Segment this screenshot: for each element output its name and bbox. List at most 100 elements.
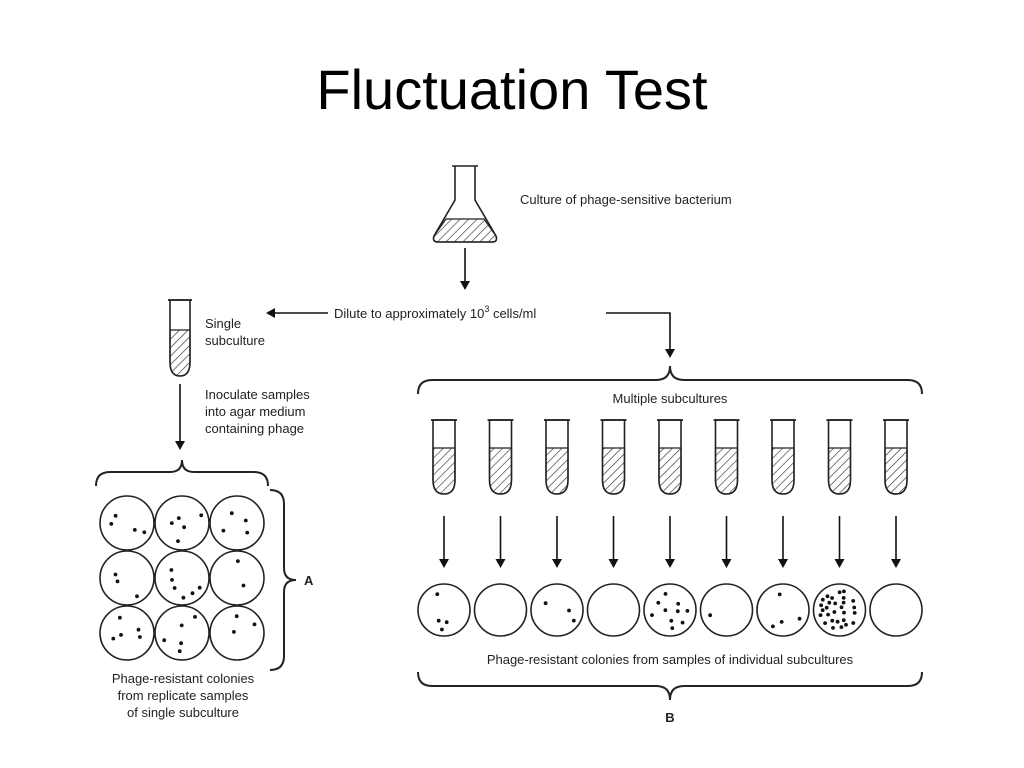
culture-flask	[432, 165, 498, 243]
colony-dot	[181, 595, 186, 600]
dilute-label: Dilute to approximately 103 cells/ml	[334, 304, 536, 321]
subculture-tube	[826, 419, 853, 495]
colony-dot	[842, 610, 846, 615]
colony-dot	[835, 619, 840, 624]
replicate-plate	[209, 605, 265, 661]
subculture-tube	[770, 419, 796, 495]
individual-plate	[530, 583, 584, 637]
colony-dot	[819, 603, 823, 608]
colony-dot	[221, 528, 226, 533]
plate-circle	[154, 550, 210, 606]
plate-circle	[99, 605, 155, 661]
colony-dot	[841, 618, 846, 623]
colony-dot	[245, 530, 250, 535]
colony-dot	[182, 525, 187, 530]
single-label-line2: subculture	[205, 333, 265, 348]
colony-dot	[844, 622, 848, 627]
colony-dot	[234, 614, 239, 619]
individual-plate-row	[417, 583, 923, 637]
colony-dot	[132, 528, 137, 532]
replicate-plate-grid	[99, 495, 265, 661]
tube-to-plate-arrows	[439, 516, 901, 568]
colony-dot	[842, 589, 846, 594]
colony-dot	[444, 620, 449, 625]
replicate-plate	[154, 605, 210, 661]
colony-dot	[252, 622, 257, 627]
section-b-label: B	[665, 710, 674, 725]
flask-label: Culture of phage-sensitive bacterium	[520, 192, 732, 207]
colony-dot	[197, 585, 202, 590]
left-caption-line2: from replicate samples	[118, 688, 249, 703]
subculture-tube	[657, 419, 683, 495]
inoculate-line3: containing phage	[205, 421, 304, 436]
colony-dot	[241, 583, 246, 588]
left-caption-line3: of single subculture	[127, 705, 239, 720]
colony-dot	[115, 579, 120, 584]
colony-dot	[823, 621, 827, 625]
colony-dot	[675, 609, 680, 614]
colony-dot	[827, 600, 832, 605]
plate-circle	[586, 583, 641, 637]
colony-dot	[831, 626, 835, 630]
colony-dot	[440, 627, 444, 632]
multiple-subcultures-brace	[417, 365, 923, 395]
plate-circle	[756, 583, 810, 637]
colony-dot	[839, 605, 844, 610]
colony-dot	[676, 601, 681, 606]
section-a-label: A	[304, 573, 314, 588]
colony-dot	[708, 613, 712, 618]
replicate-plate	[99, 495, 155, 551]
colony-dot	[109, 522, 114, 526]
colony-dot	[170, 578, 174, 582]
colony-dot	[779, 620, 784, 624]
right-caption: Phage-resistant colonies from samples of…	[487, 652, 854, 667]
colony-dot	[138, 635, 142, 639]
colony-dot	[436, 618, 441, 623]
replicate-plate	[154, 550, 210, 606]
colony-dot	[111, 636, 116, 641]
colony-dot	[162, 638, 167, 643]
plate-circle	[699, 583, 754, 637]
inoculate-line1: Inoculate samples	[205, 387, 310, 402]
colony-dot	[852, 611, 857, 615]
colony-dot	[837, 590, 842, 595]
plate-circle	[473, 583, 528, 637]
plate-circle	[154, 495, 210, 551]
left-top-brace	[95, 459, 269, 487]
individual-plate	[699, 583, 754, 637]
colony-dot	[833, 601, 838, 606]
colony-dot	[851, 599, 856, 603]
colony-dot	[656, 600, 661, 605]
colony-dot	[169, 521, 174, 525]
replicate-plate	[99, 550, 155, 606]
colony-dot	[142, 530, 147, 535]
colony-dot	[169, 568, 174, 572]
colony-dot	[190, 591, 195, 596]
colony-dot	[670, 626, 675, 630]
colony-dot	[839, 625, 844, 629]
colony-dot	[118, 615, 122, 620]
colony-dot	[820, 597, 825, 602]
plate-circle	[209, 550, 265, 606]
single-subculture-tube	[168, 299, 192, 377]
colony-dot	[172, 586, 177, 590]
colony-dot	[179, 623, 184, 628]
colony-dot	[830, 618, 835, 623]
colony-dot	[663, 592, 668, 596]
colony-dot	[232, 630, 236, 634]
colony-dot	[841, 596, 846, 600]
plate-circle	[99, 495, 155, 551]
inoculate-line2: into agar medium	[205, 404, 305, 419]
colony-dot	[818, 613, 823, 617]
colony-dot	[797, 616, 802, 621]
replicate-plate	[99, 605, 155, 661]
colony-dot	[543, 601, 548, 606]
colony-dot	[841, 600, 846, 605]
replicate-plate	[154, 495, 210, 551]
colony-dot	[176, 539, 180, 543]
colony-dot	[851, 621, 856, 625]
individual-plate	[756, 583, 810, 637]
multiple-subcultures-label: Multiple subcultures	[613, 391, 728, 406]
plate-circle	[417, 583, 471, 637]
